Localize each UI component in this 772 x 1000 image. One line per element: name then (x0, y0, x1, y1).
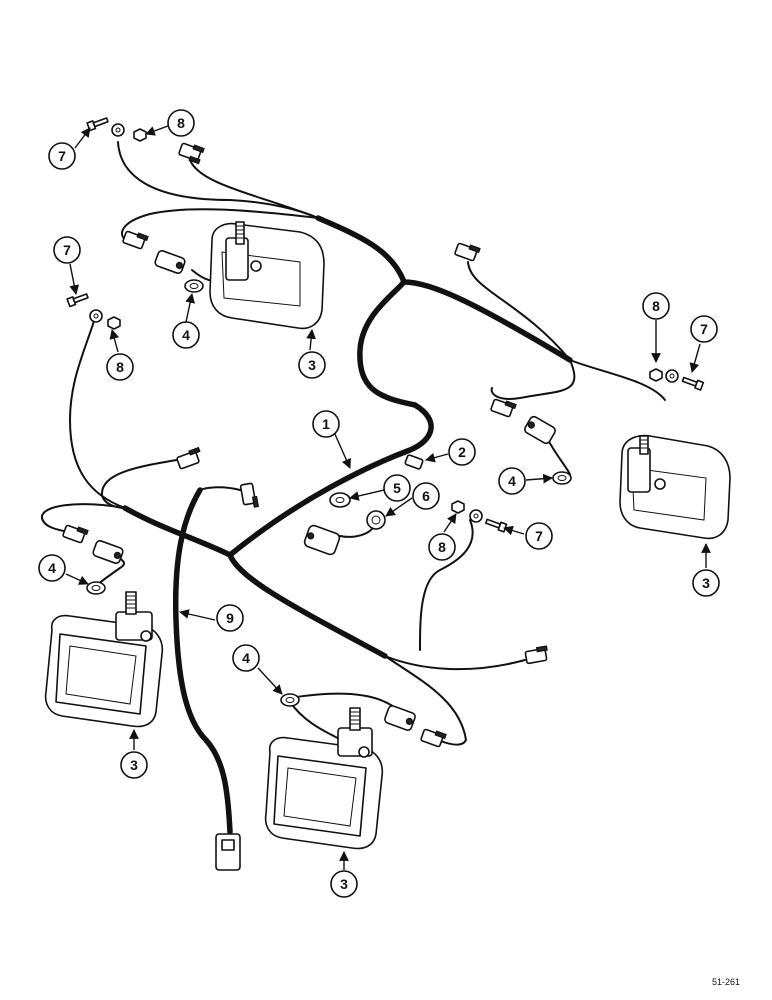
branch-wires (41, 141, 666, 746)
svg-text:7: 7 (63, 242, 71, 258)
svg-text:3: 3 (702, 575, 710, 591)
callout-8-right: 8 (642, 292, 670, 320)
hardware (66, 117, 705, 707)
callout-1: 1 (312, 410, 340, 438)
callout-8-left: 8 (106, 353, 134, 381)
callout-9: 9 (216, 604, 244, 632)
svg-text:4: 4 (242, 650, 250, 666)
svg-text:8: 8 (177, 115, 185, 131)
svg-text:8: 8 (652, 298, 660, 314)
svg-text:8: 8 (438, 539, 446, 555)
svg-text:2: 2 (458, 444, 466, 460)
callout-4-lower-left: 4 (38, 554, 66, 582)
svg-text:3: 3 (130, 757, 138, 773)
svg-text:5: 5 (393, 480, 401, 496)
work-lamp-lower-center (264, 707, 384, 850)
callout-4-lower-center: 4 (232, 644, 260, 672)
svg-text:3: 3 (308, 357, 316, 373)
callout-5: 5 (383, 474, 411, 502)
connectors (62, 142, 556, 871)
svg-text:4: 4 (48, 560, 56, 576)
callout-6: 6 (412, 482, 440, 510)
svg-text:4: 4 (182, 327, 190, 343)
callout-8-center-right: 8 (428, 533, 456, 561)
svg-text:8: 8 (116, 359, 124, 375)
callout-7-center-right: 7 (525, 522, 553, 550)
main-harness (122, 215, 573, 835)
callout-2: 2 (448, 438, 476, 466)
callout-7-top-left: 7 (48, 142, 76, 170)
work-lamp-right (619, 434, 731, 540)
callout-3-lower-center: 3 (330, 870, 358, 898)
svg-text:7: 7 (58, 148, 66, 164)
callout-3-upper-left: 3 (298, 351, 326, 379)
work-lamp-lower-left (44, 591, 164, 728)
callout-3-right: 3 (692, 569, 720, 597)
work-lamp-upper-left (209, 221, 325, 330)
reference-code: 51-261 (712, 977, 741, 987)
callout-7-left: 7 (53, 236, 81, 264)
svg-text:1: 1 (322, 416, 330, 432)
svg-text:4: 4 (508, 473, 516, 489)
svg-text:9: 9 (226, 610, 234, 626)
svg-text:6: 6 (422, 488, 430, 504)
callout-8-top-left: 8 (167, 109, 195, 137)
svg-text:7: 7 (535, 528, 543, 544)
callout-7-right: 7 (690, 315, 718, 343)
svg-text:3: 3 (340, 876, 348, 892)
callout-3-lower-left: 3 (120, 751, 148, 779)
leader-lines (65, 125, 711, 870)
callout-4-upper-left: 4 (172, 321, 200, 349)
callout-4-right: 4 (498, 467, 526, 495)
svg-text:7: 7 (700, 321, 708, 337)
